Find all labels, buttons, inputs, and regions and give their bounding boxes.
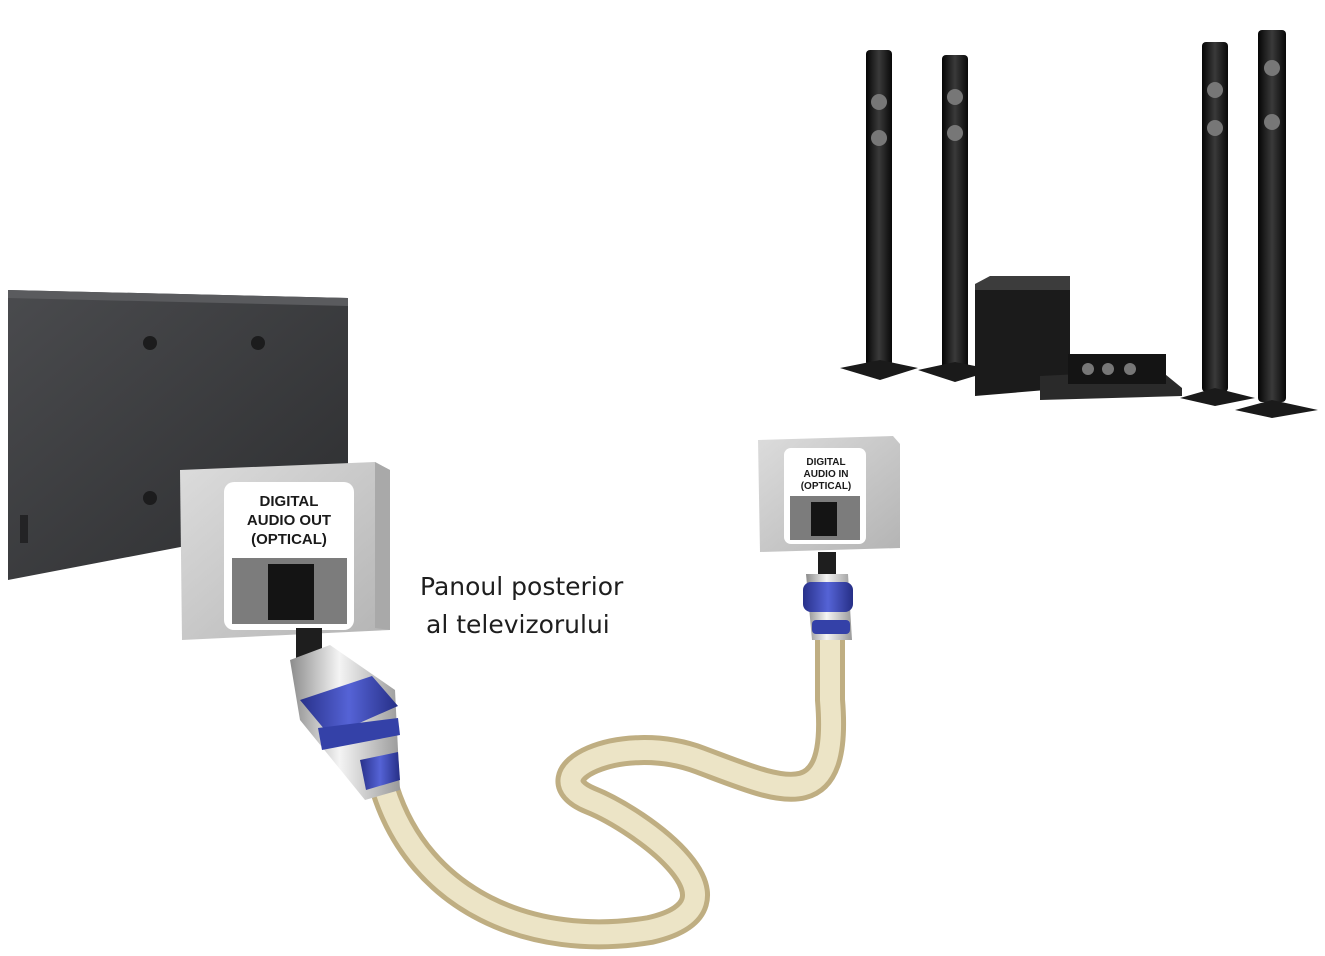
device-side-connector xyxy=(803,552,853,640)
speaker-front-right xyxy=(1235,30,1318,418)
speaker-center-right xyxy=(1180,42,1255,406)
optical-cable-icon xyxy=(290,552,853,950)
tv-optical-port-plate: DIGITAL AUDIO OUT (OPTICAL) xyxy=(180,462,390,640)
optical-socket-icon xyxy=(268,564,314,620)
speaker-front-left xyxy=(840,50,918,380)
caption-line-2: al televizorului xyxy=(426,610,610,639)
device-port-label-line-1: DIGITAL xyxy=(806,457,845,468)
connector-ring xyxy=(300,676,398,736)
subwoofer xyxy=(975,276,1070,396)
tv-port-label-line-3: (OPTICAL) xyxy=(251,531,327,548)
device-port-label-line-2: AUDIO IN xyxy=(804,469,849,480)
optical-socket-icon xyxy=(811,502,837,536)
speaker-center-left xyxy=(918,55,995,382)
tv-port-label-line-2: AUDIO OUT xyxy=(247,512,331,529)
connector-ring xyxy=(803,582,853,612)
home-theater-system-icon xyxy=(840,30,1318,418)
caption-line-1: Panoul posterior xyxy=(420,572,624,601)
tv-side-connector xyxy=(290,628,400,800)
receiver-unit xyxy=(1040,354,1182,400)
tv-port-label-line-1: DIGITAL xyxy=(260,493,319,510)
device-port-label-line-3: (OPTICAL) xyxy=(801,481,852,492)
tv-rear-panel-caption: Panoul posterior al televizorului xyxy=(420,568,623,644)
device-optical-port-plate: DIGITAL AUDIO IN (OPTICAL) xyxy=(758,436,900,552)
